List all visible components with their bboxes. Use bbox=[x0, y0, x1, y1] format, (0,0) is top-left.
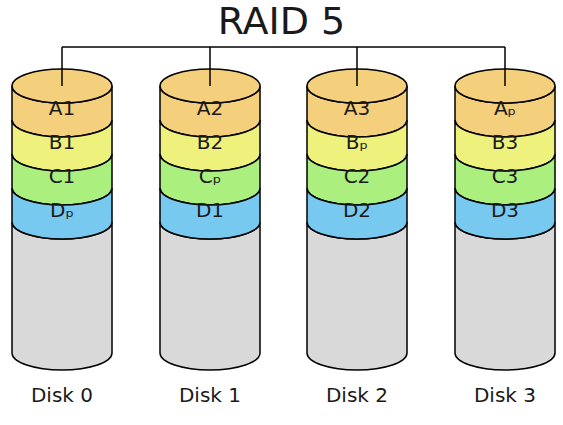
block-label: B2 bbox=[159, 130, 261, 154]
drop-line bbox=[356, 47, 358, 86]
disk-label: Disk 0 bbox=[0, 383, 133, 407]
stripe-block: C2 bbox=[306, 137, 408, 205]
block-label: B1 bbox=[11, 130, 113, 154]
drop-line bbox=[504, 47, 506, 86]
stripe-block: C1 bbox=[11, 137, 113, 205]
block-label: D3 bbox=[454, 198, 556, 222]
stripe-block: D2 bbox=[306, 171, 408, 239]
diagram-title: RAID 5 bbox=[0, 0, 563, 42]
stripe-block: Bₚ bbox=[306, 103, 408, 171]
block-label: A1 bbox=[11, 96, 113, 120]
disk-body-shape bbox=[455, 222, 555, 370]
block-label: A3 bbox=[306, 96, 408, 120]
block-label: C3 bbox=[454, 164, 556, 188]
disk-label: Disk 2 bbox=[286, 383, 428, 407]
stripe-block: C3 bbox=[454, 137, 556, 205]
stripe-front bbox=[12, 154, 112, 205]
disk-cylinder: A3BₚC2D2Disk 2 bbox=[306, 69, 408, 414]
stripe-block: A2 bbox=[159, 69, 261, 137]
block-label: Dₚ bbox=[11, 198, 113, 222]
stripe-front bbox=[12, 120, 112, 171]
disk-cylinder: A2B2CₚD1Disk 1 bbox=[159, 69, 261, 414]
block-label: C2 bbox=[306, 164, 408, 188]
stripe-front bbox=[455, 188, 555, 239]
stripe-front bbox=[455, 154, 555, 205]
stripe-block: A1 bbox=[11, 69, 113, 137]
stripe-front bbox=[307, 188, 407, 239]
stripe-front bbox=[160, 154, 260, 205]
stripe-front bbox=[160, 188, 260, 239]
block-label: Bₚ bbox=[306, 130, 408, 154]
stripe-block: Cₚ bbox=[159, 137, 261, 205]
block-label: C1 bbox=[11, 164, 113, 188]
block-label: D1 bbox=[159, 198, 261, 222]
bus-line bbox=[62, 46, 505, 48]
block-label: D2 bbox=[306, 198, 408, 222]
stripe-block: D3 bbox=[454, 171, 556, 239]
block-label: Cₚ bbox=[159, 164, 261, 188]
block-label: Aₚ bbox=[454, 96, 556, 120]
block-label: A2 bbox=[159, 96, 261, 120]
disk-body-shape bbox=[160, 222, 260, 370]
stripe-front bbox=[12, 188, 112, 239]
disk-cylinder: AₚB3C3D3Disk 3 bbox=[454, 69, 556, 414]
disk-label: Disk 3 bbox=[434, 383, 563, 407]
stripe-front bbox=[160, 120, 260, 171]
stripe-block: Aₚ bbox=[454, 69, 556, 137]
drop-line bbox=[209, 47, 211, 86]
stripe-block: A3 bbox=[306, 69, 408, 137]
stripe-front bbox=[455, 120, 555, 171]
disk-label: Disk 1 bbox=[139, 383, 281, 407]
block-label: B3 bbox=[454, 130, 556, 154]
disk-cylinder: A1B1C1DₚDisk 0 bbox=[11, 69, 113, 414]
stripe-block: B1 bbox=[11, 103, 113, 171]
disk-body-shape bbox=[307, 222, 407, 370]
stripe-block: D1 bbox=[159, 171, 261, 239]
stripe-block: Dₚ bbox=[11, 171, 113, 239]
stripe-front bbox=[307, 120, 407, 171]
disk-body-shape bbox=[12, 222, 112, 370]
stripe-block: B2 bbox=[159, 103, 261, 171]
stripe-front bbox=[307, 154, 407, 205]
stripe-block: B3 bbox=[454, 103, 556, 171]
drop-line bbox=[61, 47, 63, 86]
